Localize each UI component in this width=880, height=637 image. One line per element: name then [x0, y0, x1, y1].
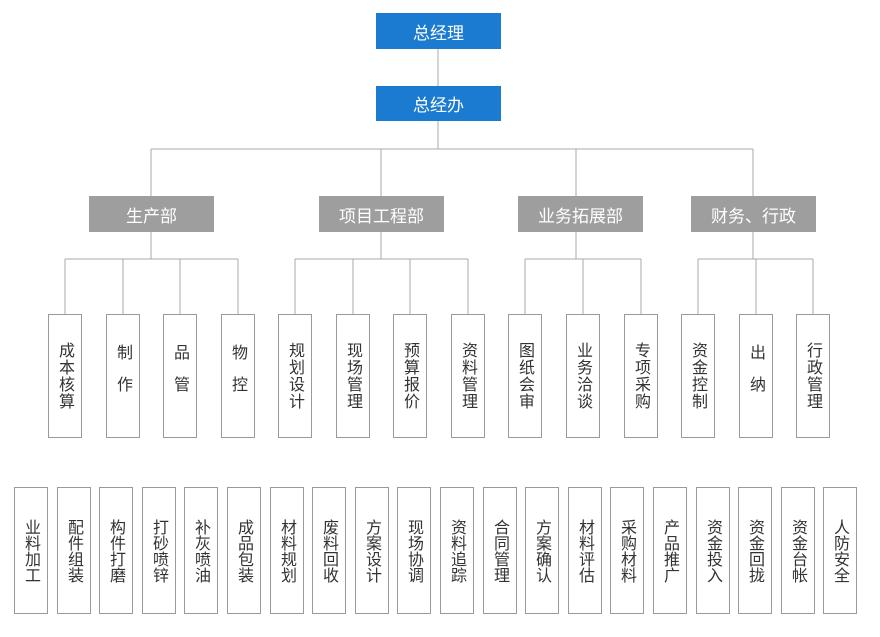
task-node: 现场协调 — [397, 487, 431, 614]
dept-node-business: 业务拓展部 — [518, 196, 643, 232]
task-node: 方案设计 — [355, 487, 389, 614]
sub-node: 出纳 — [739, 314, 773, 438]
sub-node: 图纸会审 — [508, 314, 542, 438]
dept-node-finance: 财务、行政 — [691, 196, 816, 232]
task-node: 产品推广 — [653, 487, 687, 614]
sub-node: 制作 — [106, 314, 140, 438]
sub-node: 成本核算 — [48, 314, 82, 438]
task-node: 材料评估 — [568, 487, 602, 614]
dept-node-production: 生产部 — [89, 196, 214, 232]
sub-node: 规划设计 — [278, 314, 312, 438]
task-node: 人防安全 — [823, 487, 857, 614]
sub-node: 物控 — [221, 314, 255, 438]
task-node: 采购材料 — [610, 487, 644, 614]
task-node: 资料追踪 — [440, 487, 474, 614]
sub-node: 品管 — [163, 314, 197, 438]
dept-node-engineering: 项目工程部 — [319, 196, 444, 232]
task-node: 资金回拢 — [738, 487, 772, 614]
office-node: 总经办 — [376, 86, 501, 121]
sub-node: 预算报价 — [393, 314, 427, 438]
task-node: 资金投入 — [696, 487, 730, 614]
task-node: 资金台帐 — [781, 487, 815, 614]
task-node: 业料加工 — [14, 487, 48, 614]
task-node: 废料回收 — [312, 487, 346, 614]
task-node: 方案确认 — [525, 487, 559, 614]
sub-node: 专项采购 — [624, 314, 658, 438]
task-node: 合同管理 — [483, 487, 517, 614]
sub-node: 资料管理 — [451, 314, 485, 438]
sub-node: 现场管理 — [336, 314, 370, 438]
task-node: 材料规划 — [270, 487, 304, 614]
sub-node: 资金控制 — [681, 314, 715, 438]
task-node: 打砂喷锌 — [142, 487, 176, 614]
sub-node: 行政管理 — [796, 314, 830, 438]
task-node: 构件打磨 — [99, 487, 133, 614]
sub-node: 业务洽谈 — [566, 314, 600, 438]
task-node: 配件组装 — [57, 487, 91, 614]
task-node: 成品包装 — [227, 487, 261, 614]
task-node: 补灰喷油 — [184, 487, 218, 614]
top-node: 总经理 — [376, 13, 501, 49]
